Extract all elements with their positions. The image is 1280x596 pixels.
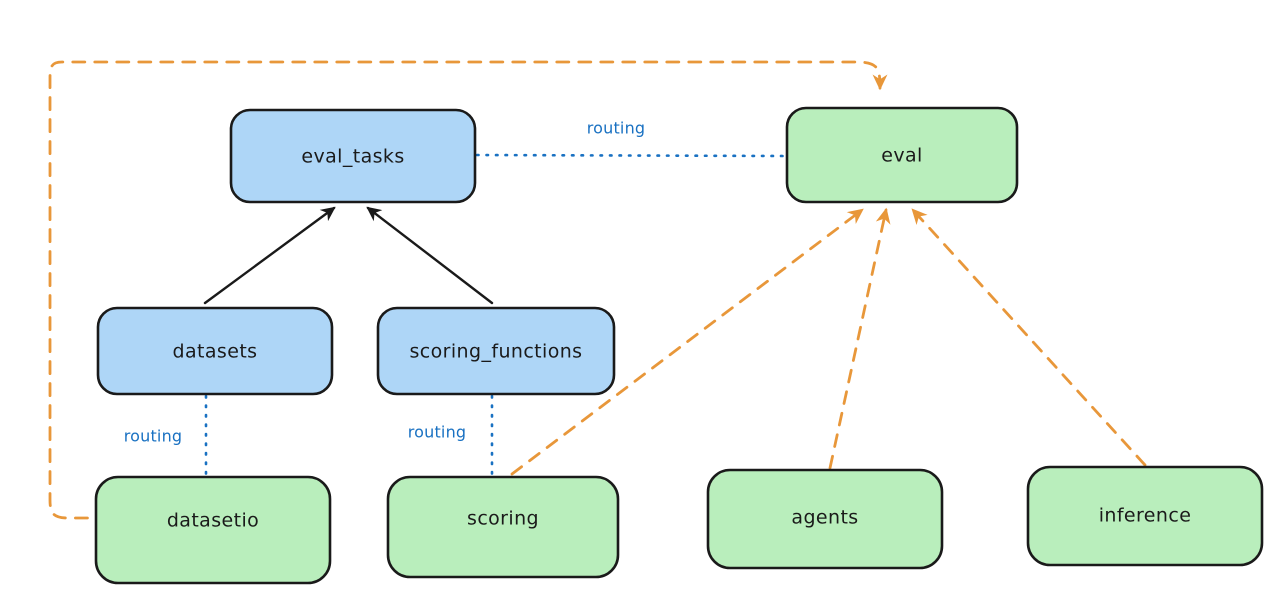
node-datasetio-label: datasetio — [167, 510, 259, 532]
node-eval-tasks[interactable]: eval_tasks — [229, 108, 477, 204]
edge-datasets-to-eval_tasks — [203, 206, 336, 305]
node-scoring-functions-label: scoring_functions — [410, 341, 583, 363]
node-eval-label: eval — [881, 145, 922, 167]
node-scoring-label: scoring — [467, 508, 539, 530]
node-datasets[interactable]: datasets — [96, 306, 334, 396]
edge-scoring_functions-to-eval_tasks — [366, 206, 494, 305]
edge-label-routing-datasetio: routing — [124, 427, 183, 446]
edge-layer — [48, 60, 1147, 520]
edge-eval_tasks-to-eval — [475, 153, 788, 158]
edge-agents-to-eval — [828, 207, 891, 470]
node-datasets-label: datasets — [173, 341, 258, 363]
node-inference-label: inference — [1099, 505, 1192, 527]
node-layer: eval_tasks eval datasets scoring_functio… — [94, 106, 1264, 585]
node-scoring-functions[interactable]: scoring_functions — [376, 306, 616, 396]
node-eval[interactable]: eval — [785, 106, 1019, 204]
edge-inference-to-eval — [911, 208, 1147, 467]
edge-label-routing-eval: routing — [587, 119, 646, 138]
edge-eval-to-datasetio — [48, 60, 888, 520]
node-agents[interactable]: agents — [706, 468, 944, 570]
node-scoring[interactable]: scoring — [386, 475, 620, 579]
edge-label-layer: routing routing routing — [124, 119, 646, 446]
edge-label-routing-scoring: routing — [408, 423, 467, 442]
node-eval-tasks-label: eval_tasks — [301, 146, 404, 168]
edge-scoring-to-eval — [510, 208, 864, 476]
node-agents-label: agents — [791, 507, 858, 529]
node-inference[interactable]: inference — [1026, 465, 1264, 567]
node-datasetio[interactable]: datasetio — [94, 475, 332, 585]
